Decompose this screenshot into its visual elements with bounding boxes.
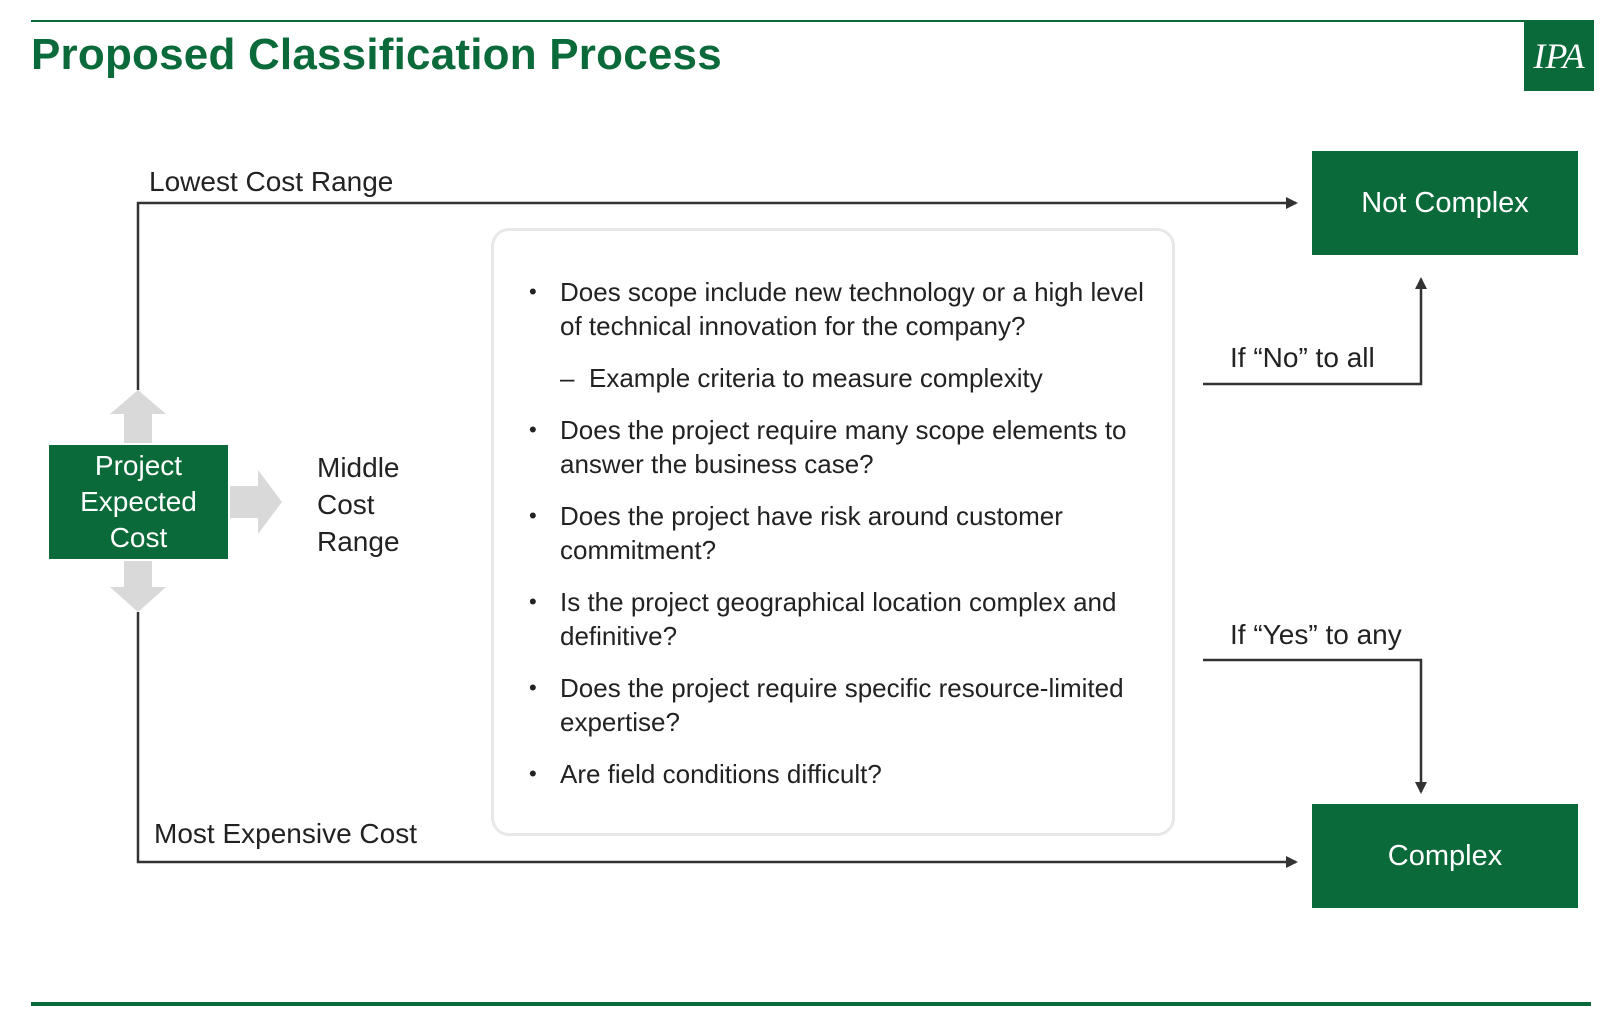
page-title: Proposed Classification Process	[31, 30, 722, 79]
criteria-list: Does scope include new technology or a h…	[529, 275, 1149, 809]
criteria-item-expertise: Does the project require specific resour…	[529, 671, 1149, 739]
top-rule	[31, 20, 1591, 22]
lowest-cost-range-label: Lowest Cost Range	[149, 166, 394, 197]
lowest-cost-connector	[136, 197, 1298, 390]
right-block-arrow	[230, 470, 282, 534]
criteria-item-scope-elements: Does the project require many scope elem…	[529, 413, 1149, 481]
project-expected-cost-box: Project Expected Cost	[49, 445, 228, 559]
no-to-all-label: If “No” to all	[1230, 342, 1375, 373]
no-to-all-connector	[1203, 277, 1427, 386]
criteria-item-customer-commitment: Does the project have risk around custom…	[529, 499, 1149, 567]
bottom-rule	[31, 1002, 1591, 1006]
criteria-item-technology: Does scope include new technology or a h…	[529, 275, 1149, 343]
yes-to-any-connector	[1203, 658, 1427, 794]
not-complex-box: Not Complex	[1312, 151, 1578, 255]
down-block-arrow	[110, 561, 166, 612]
up-block-arrow	[110, 390, 166, 443]
complexity-criteria-panel: Does scope include new technology or a h…	[491, 228, 1175, 836]
criteria-item-location: Is the project geographical location com…	[529, 585, 1149, 653]
criteria-item-field-conditions: Are field conditions difficult?	[529, 757, 1149, 791]
middle-cost-range-label: Middle Cost Range	[317, 452, 400, 557]
most-expensive-connector	[136, 612, 1298, 868]
yes-to-any-label: If “Yes” to any	[1230, 619, 1402, 650]
ipa-logo: IPA	[1524, 20, 1594, 91]
most-expensive-cost-label: Most Expensive Cost	[154, 818, 417, 849]
complex-box: Complex	[1312, 804, 1578, 908]
criteria-sub-item: Example criteria to measure complexity	[529, 361, 1149, 395]
